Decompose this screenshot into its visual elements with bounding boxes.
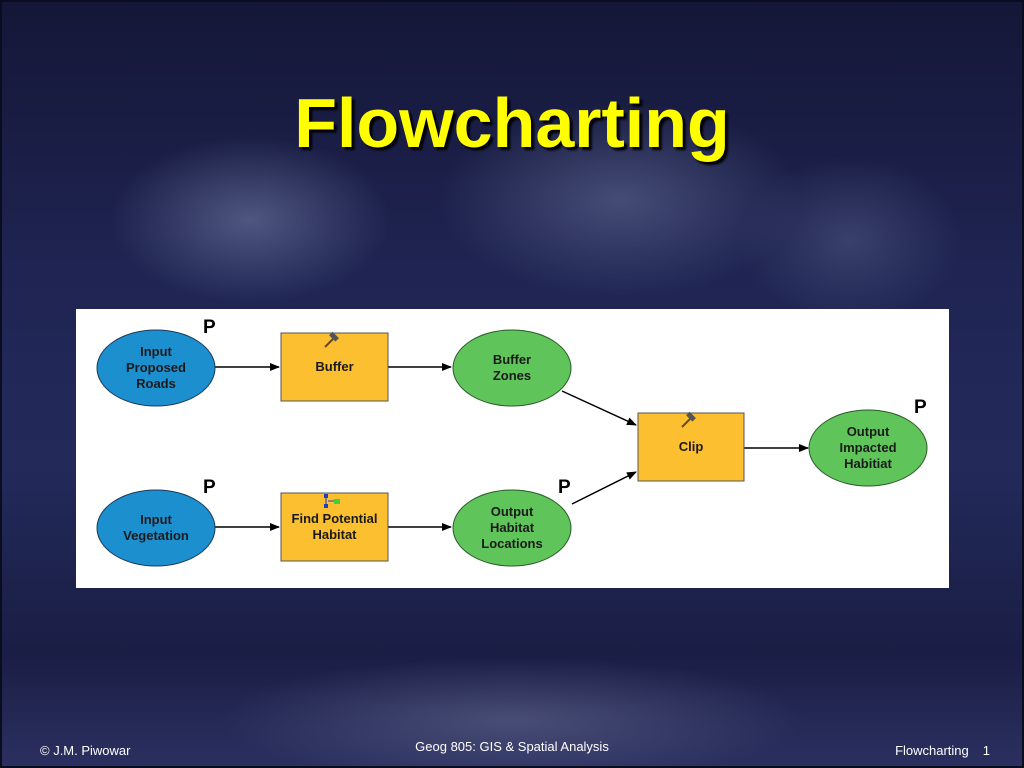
clip-label: Clip: [678, 439, 704, 454]
hammer-icon: [324, 331, 339, 348]
output-locations-label: Output Habitat Locations: [481, 504, 543, 551]
footer-page-number: 1: [982, 743, 990, 758]
clip-node: [637, 412, 745, 482]
footer-slide-title: Flowcharting: [895, 743, 969, 758]
output-locations-node: [452, 489, 572, 567]
connector-locations-to-clip: [571, 471, 637, 505]
footer-copyright: © J.M. Piwowar: [40, 743, 131, 758]
model-diagram-svg: [96, 329, 928, 567]
parameter-marker-roads: P: [203, 317, 216, 338]
buffer-label: Buffer: [315, 359, 354, 374]
output-impacted-node: [808, 409, 928, 487]
buffer-zones-node: [452, 329, 572, 407]
buffer-node: [280, 332, 389, 402]
buffer-zones-label: Buffer Zones: [492, 352, 532, 383]
parameter-marker-locations: P: [558, 477, 571, 498]
parameter-marker-vegetation: P: [203, 477, 216, 498]
input-roads-node: [96, 329, 216, 407]
footer-course: Geog 805: GIS & Spatial Analysis: [415, 739, 609, 754]
model-diagram-panel: Input Proposed Roads Buffer Buffer Zones…: [76, 309, 949, 588]
model-tool-icon: [324, 494, 340, 508]
input-roads-label: Input Proposed Roads: [126, 344, 186, 391]
find-habitat-label: Find Potential Habitat: [291, 511, 378, 542]
parameter-marker-output-impacted: P: [914, 397, 927, 418]
hammer-icon: [681, 411, 696, 428]
find-habitat-node: [280, 492, 389, 562]
input-vegetation-label: Input Vegetation: [123, 512, 189, 543]
connector-zones-to-clip: [561, 390, 637, 426]
footer-slide-info: Flowcharting 1: [895, 743, 990, 758]
input-vegetation-node: [96, 489, 216, 567]
slide-title: Flowcharting: [294, 84, 730, 162]
output-impacted-label: Output Impacted Habitiat: [839, 424, 897, 471]
